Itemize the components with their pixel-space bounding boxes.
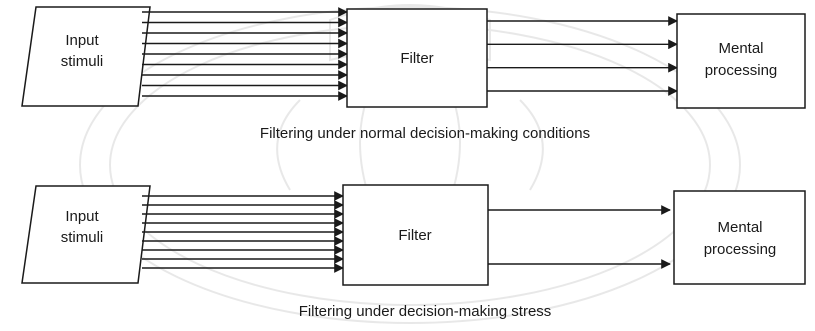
- input-label-line1: Input: [65, 208, 99, 225]
- caption-normal: Filtering under normal decision-making c…: [260, 125, 590, 142]
- output-label-line2: processing: [705, 62, 778, 79]
- output-arrows: [488, 205, 671, 269]
- input-label-line2: stimuli: [61, 229, 104, 246]
- output-arrows: [487, 16, 678, 96]
- output-label-line1: Mental: [717, 219, 762, 236]
- filter-box: [346, 8, 488, 108]
- input-stimuli-shape: [21, 6, 151, 107]
- filter-box: [342, 184, 489, 286]
- input-stimuli-shape: [21, 185, 151, 284]
- output-label-line2: processing: [704, 241, 777, 258]
- output-label-line1: Mental: [718, 40, 763, 57]
- input-arrows: [142, 7, 348, 101]
- filter-label: Filter: [398, 227, 431, 244]
- mental-processing-box: [676, 13, 806, 109]
- filter-label: Filter: [400, 50, 433, 67]
- diagram-normal-conditions: Input stimuli Filter Mental processing F…: [21, 6, 806, 142]
- mental-processing-box: [673, 190, 806, 285]
- input-label-line1: Input: [65, 32, 99, 49]
- input-label-line2: stimuli: [61, 53, 104, 70]
- diagram-stress-conditions: Input stimuli Filter Mental processing F…: [21, 184, 806, 320]
- caption-stress: Filtering under decision-making stress: [299, 303, 552, 320]
- input-arrows: [142, 191, 344, 273]
